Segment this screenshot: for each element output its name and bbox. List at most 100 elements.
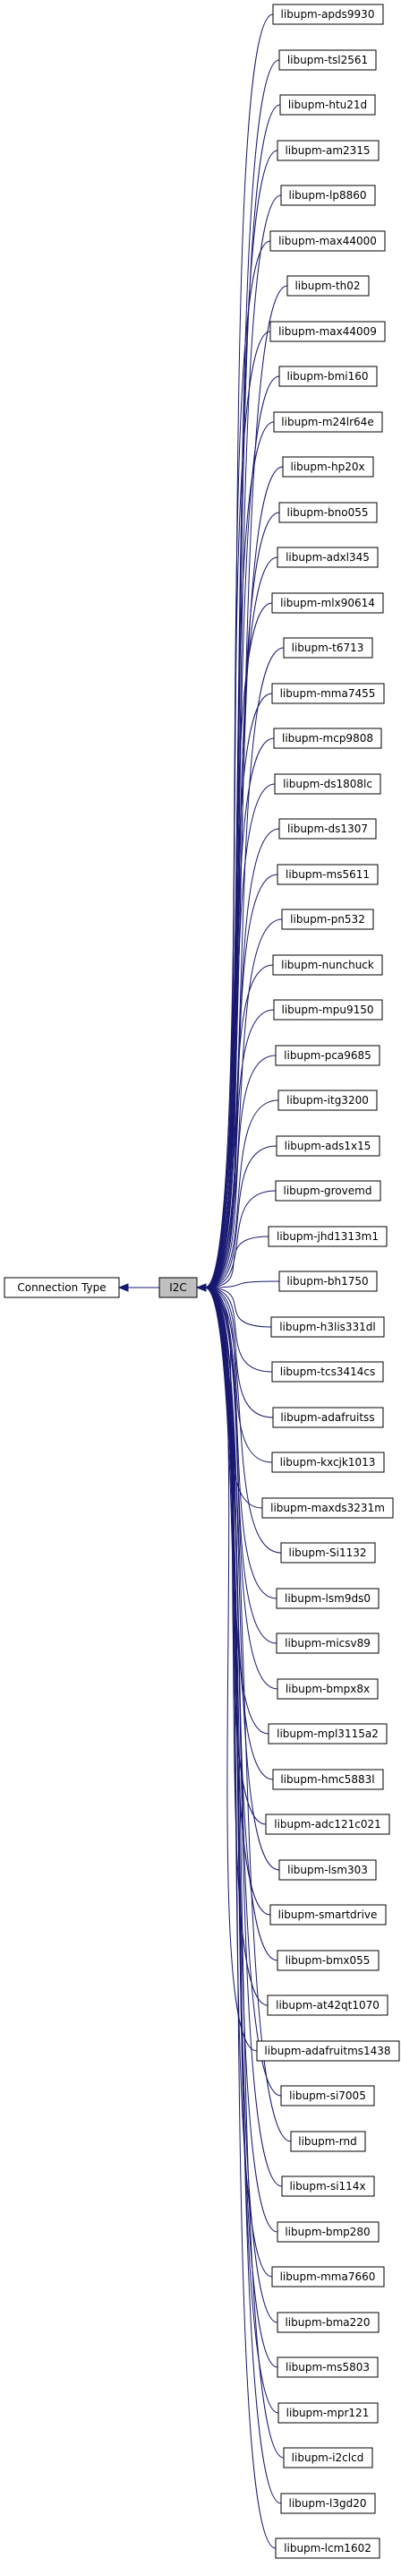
child-node-label: libupm-rnd bbox=[298, 2135, 356, 2148]
child-node-label: libupm-bmx055 bbox=[286, 1954, 371, 1967]
child-node[interactable]: libupm-rnd bbox=[290, 2131, 366, 2152]
child-node-label: libupm-m24lr64e bbox=[281, 416, 373, 428]
child-node[interactable]: libupm-lcm1602 bbox=[275, 2537, 380, 2559]
child-node[interactable]: libupm-bmx055 bbox=[277, 1950, 380, 1971]
parent-node[interactable]: Connection Type bbox=[4, 1277, 120, 1298]
child-node[interactable]: libupm-max44009 bbox=[269, 321, 386, 342]
child-node[interactable]: libupm-bmpx8x bbox=[277, 1678, 379, 1700]
child-node[interactable]: libupm-si7005 bbox=[280, 2085, 375, 2106]
child-node[interactable]: libupm-pn532 bbox=[281, 909, 374, 930]
child-node[interactable]: libupm-ads1x15 bbox=[276, 1135, 380, 1157]
child-node[interactable]: libupm-mpl3115a2 bbox=[268, 1723, 388, 1745]
child-node[interactable]: libupm-hp20x bbox=[282, 456, 374, 478]
child-node[interactable]: libupm-mpr121 bbox=[277, 2402, 379, 2424]
edge bbox=[204, 1287, 273, 1373]
child-node[interactable]: libupm-ds1307 bbox=[278, 818, 377, 840]
child-node-label: libupm-l3gd20 bbox=[289, 2497, 367, 2510]
child-node[interactable]: libupm-l3gd20 bbox=[280, 2493, 376, 2514]
child-node[interactable]: libupm-kxcjk1013 bbox=[271, 1452, 385, 1473]
child-node[interactable]: libupm-htu21d bbox=[279, 94, 376, 116]
child-node-label: libupm-si114x bbox=[289, 2180, 365, 2193]
edge bbox=[204, 331, 271, 1288]
child-node-label: libupm-am2315 bbox=[285, 144, 370, 157]
edge bbox=[204, 1287, 277, 1599]
child-node[interactable]: libupm-nunchuck bbox=[272, 954, 383, 976]
child-node-label: libupm-maxds3231m bbox=[270, 1502, 385, 1514]
child-node[interactable]: libupm-adafruitss bbox=[272, 1407, 384, 1428]
child-node-label: libupm-at42qt1070 bbox=[276, 1999, 380, 2012]
child-node[interactable]: libupm-maxds3231m bbox=[261, 1497, 394, 1519]
parent-node-label: Connection Type bbox=[17, 1281, 106, 1294]
child-node[interactable]: libupm-lp8860 bbox=[280, 185, 376, 206]
child-node[interactable]: libupm-micsv89 bbox=[276, 1633, 380, 1654]
edge bbox=[204, 737, 275, 1288]
child-node[interactable]: libupm-bmp280 bbox=[277, 2221, 380, 2243]
edge bbox=[204, 1009, 275, 1288]
child-node[interactable]: libupm-i2clcd bbox=[283, 2447, 373, 2468]
child-node[interactable]: libupm-si114x bbox=[281, 2175, 375, 2197]
child-node[interactable]: libupm-pca9685 bbox=[275, 1045, 380, 1066]
edge bbox=[204, 1287, 277, 2549]
child-node[interactable]: libupm-max44000 bbox=[269, 230, 386, 252]
child-node-label: libupm-tcs3414cs bbox=[280, 1366, 375, 1378]
child-node[interactable]: libupm-bma220 bbox=[277, 2312, 380, 2333]
child-node-label: libupm-max44000 bbox=[278, 235, 377, 247]
child-node[interactable]: libupm-itg3200 bbox=[277, 1090, 378, 1111]
child-node-label: libupm-bmpx8x bbox=[286, 1683, 370, 1695]
child-node[interactable]: libupm-am2315 bbox=[277, 140, 380, 161]
child-node[interactable]: libupm-adxl345 bbox=[277, 547, 379, 568]
child-node[interactable]: libupm-h3lis331dl bbox=[270, 1316, 385, 1338]
child-node[interactable]: libupm-t6713 bbox=[283, 637, 373, 659]
child-node[interactable]: libupm-mpu9150 bbox=[273, 999, 383, 1021]
child-node-label: libupm-si7005 bbox=[289, 2089, 366, 2102]
child-node-label: libupm-max44009 bbox=[278, 325, 377, 338]
child-node[interactable]: libupm-mlx90614 bbox=[271, 592, 384, 614]
child-node-label: libupm-apds9930 bbox=[281, 8, 375, 21]
child-node-label: libupm-grovemd bbox=[284, 1185, 372, 1197]
child-node[interactable]: libupm-lsm303 bbox=[278, 1859, 377, 1881]
child-node-label: libupm-lcm1602 bbox=[284, 2542, 371, 2554]
edge bbox=[204, 1287, 272, 1328]
child-node[interactable]: libupm-tsl2561 bbox=[278, 49, 377, 71]
child-node-label: libupm-t6713 bbox=[292, 642, 364, 654]
edge bbox=[204, 1236, 269, 1288]
child-node-label: libupm-lsm9ds0 bbox=[285, 1592, 371, 1605]
child-node[interactable]: libupm-adc121c021 bbox=[265, 1814, 390, 1835]
child-node[interactable]: libupm-at42qt1070 bbox=[267, 1994, 388, 2016]
child-node-label: libupm-ds1307 bbox=[287, 823, 368, 835]
child-node[interactable]: libupm-bno055 bbox=[278, 502, 378, 523]
child-node[interactable]: libupm-lsm9ds0 bbox=[276, 1588, 380, 1609]
edge bbox=[204, 1280, 280, 1288]
child-node[interactable]: libupm-adafruitms1438 bbox=[256, 2040, 400, 2062]
edge bbox=[204, 1287, 274, 1780]
child-node-label: libupm-mpl3115a2 bbox=[277, 1727, 379, 1740]
child-node[interactable]: libupm-ms5611 bbox=[277, 864, 379, 885]
child-node[interactable]: libupm-grovemd bbox=[275, 1180, 381, 1202]
edge bbox=[204, 874, 278, 1288]
child-node[interactable]: libupm-smartdrive bbox=[269, 1904, 387, 1926]
child-node[interactable]: libupm-m24lr64e bbox=[273, 411, 383, 433]
child-node[interactable]: libupm-tcs3414cs bbox=[271, 1361, 384, 1383]
child-node[interactable]: libupm-bmi160 bbox=[278, 366, 378, 387]
child-node-label: libupm-bmi160 bbox=[286, 370, 368, 383]
child-node[interactable]: libupm-bh1750 bbox=[278, 1271, 378, 1292]
child-node[interactable]: libupm-Si1132 bbox=[280, 1542, 376, 1564]
edge bbox=[204, 1099, 279, 1288]
child-node-label: libupm-i2clcd bbox=[292, 2451, 364, 2464]
edge bbox=[204, 1190, 277, 1288]
child-node-label: libupm-adafruitms1438 bbox=[264, 2045, 390, 2057]
edge bbox=[204, 1055, 277, 1288]
child-node-label: libupm-adc121c021 bbox=[274, 1818, 381, 1831]
child-node[interactable]: libupm-hmc5883l bbox=[272, 1769, 384, 1790]
child-node[interactable]: libupm-jhd1313m1 bbox=[268, 1226, 388, 1247]
child-node[interactable]: libupm-mcp9808 bbox=[273, 728, 382, 749]
child-node[interactable]: libupm-ms5803 bbox=[277, 2356, 379, 2378]
child-node[interactable]: libupm-mma7660 bbox=[271, 2266, 385, 2287]
child-node[interactable]: libupm-apds9930 bbox=[272, 4, 384, 25]
child-node-label: libupm-lp8860 bbox=[288, 189, 366, 202]
child-node-label: libupm-ms5803 bbox=[286, 2361, 370, 2374]
child-node[interactable]: libupm-th02 bbox=[286, 275, 370, 297]
child-node[interactable]: libupm-mma7455 bbox=[271, 683, 385, 704]
child-node[interactable]: libupm-ds1808lc bbox=[274, 773, 381, 795]
